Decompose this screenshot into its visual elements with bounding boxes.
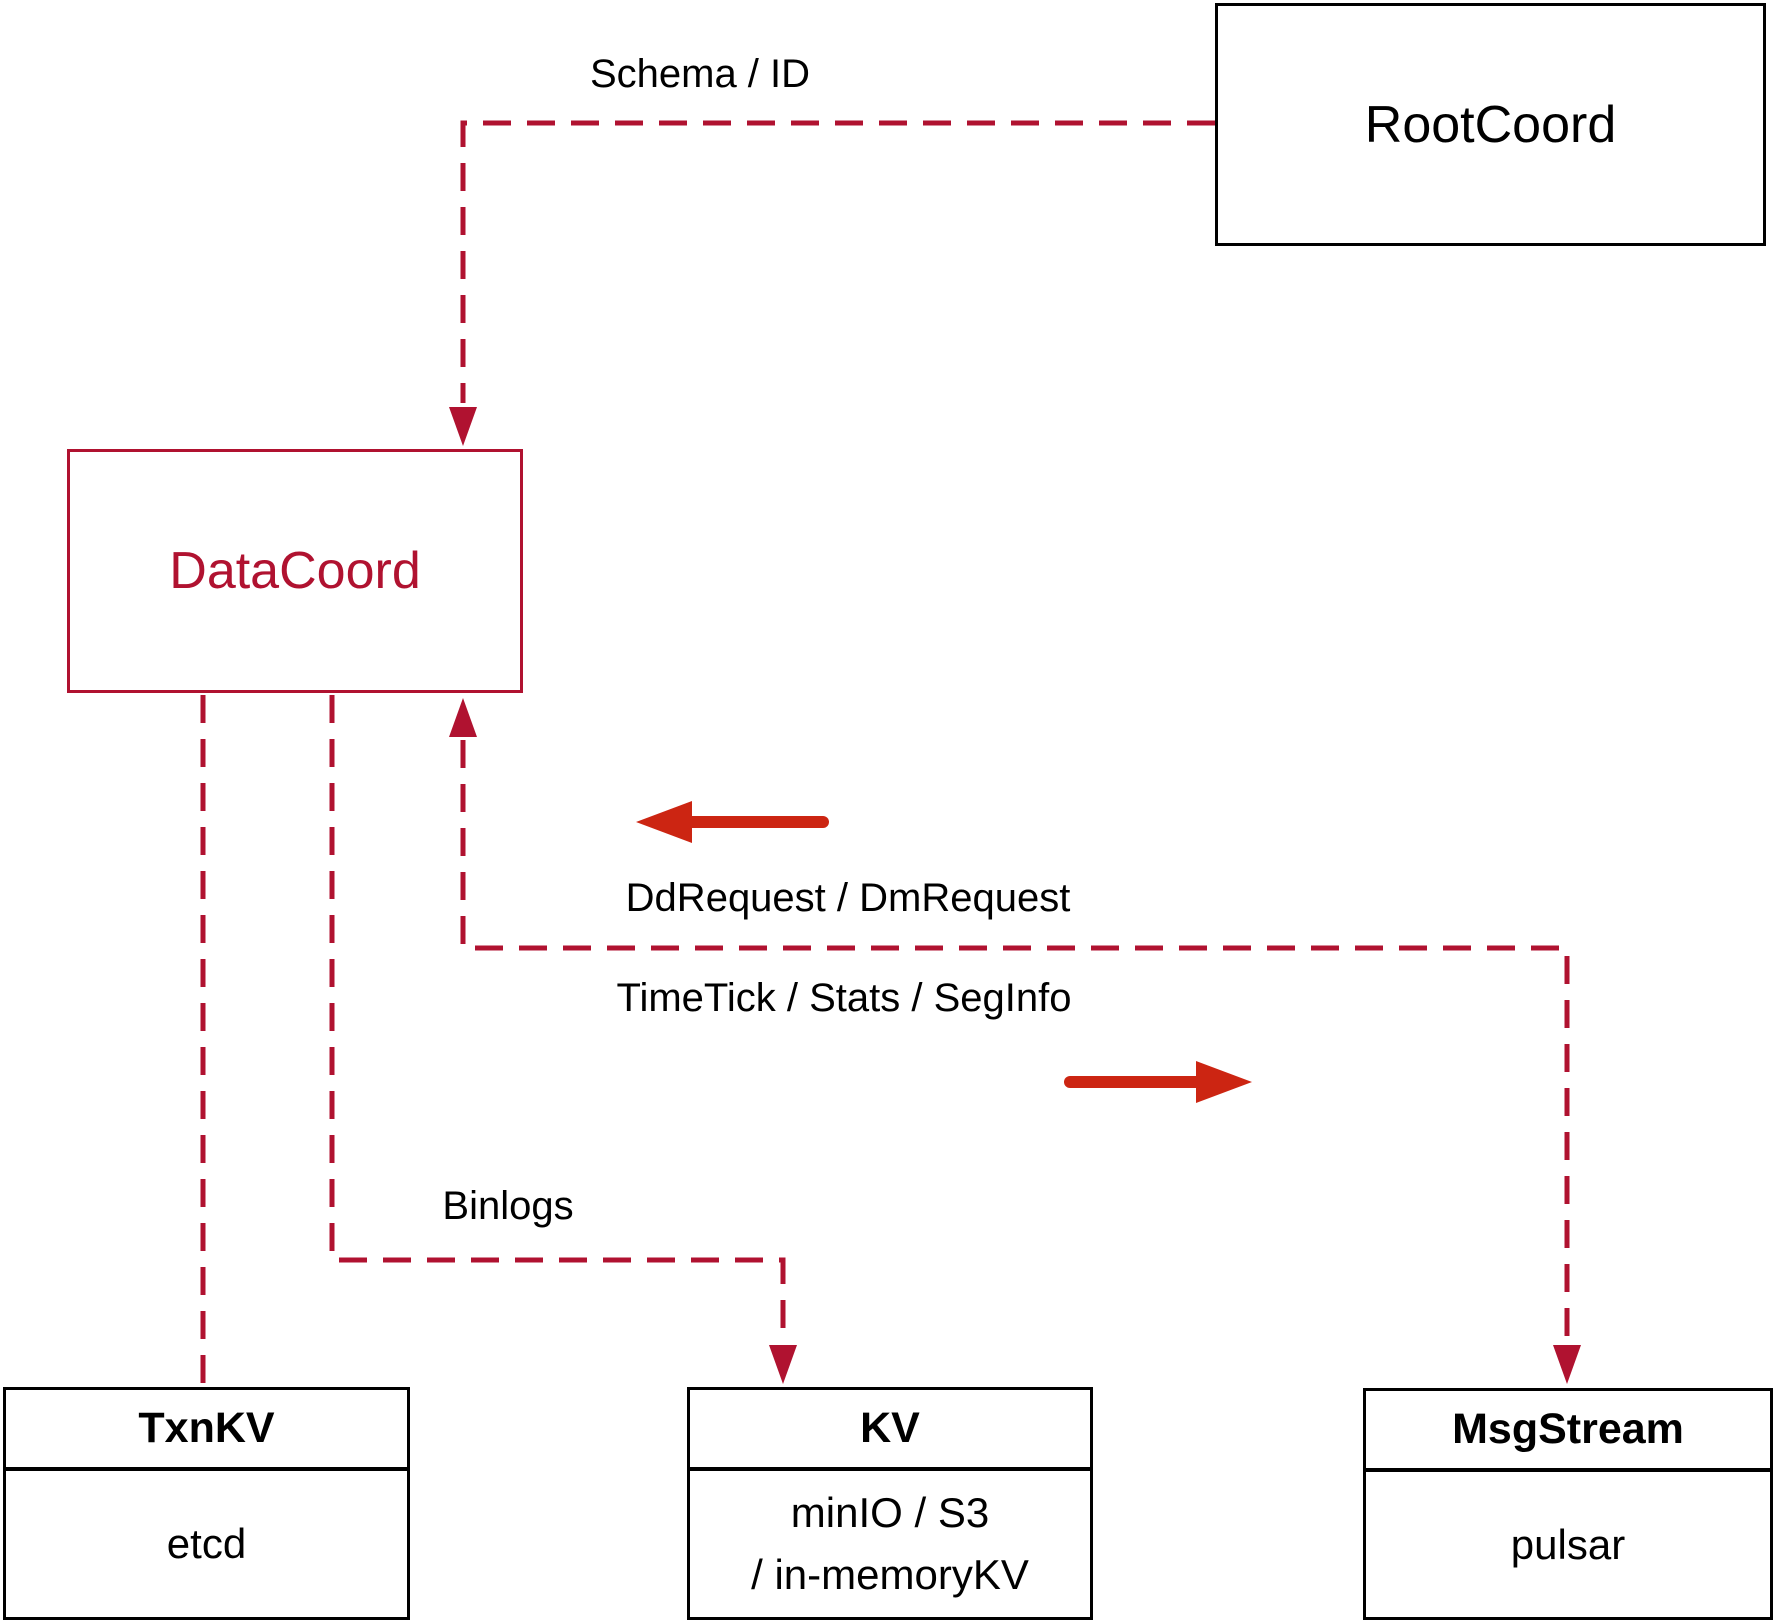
connector-ddrequest-timetick-line (460, 740, 1570, 1342)
node-msgstream-body: pulsar (1366, 1472, 1770, 1617)
connector-binlogs-line (329, 695, 786, 1342)
node-txnkv: TxnKV etcd (3, 1387, 410, 1620)
node-kv-body-line2: / in-memoryKV (751, 1551, 1029, 1598)
node-msgstream: MsgStream pulsar (1363, 1388, 1773, 1620)
edge-label-binlogs: Binlogs (442, 1184, 574, 1228)
connector-binlogs (329, 695, 797, 1384)
node-rootcoord: RootCoord (1215, 3, 1766, 246)
arrowhead-down-icon (1553, 1345, 1581, 1384)
node-txnkv-body: etcd (6, 1471, 407, 1617)
connector-ddrequest-timetick (449, 698, 1581, 1384)
node-kv-title: KV (690, 1390, 1090, 1471)
node-datacoord: DataCoord (67, 449, 523, 693)
node-msgstream-title: MsgStream (1366, 1391, 1770, 1472)
node-msgstream-body-line: pulsar (1510, 1520, 1626, 1568)
arrowhead-right-icon (1196, 1061, 1252, 1103)
node-kv-body-line1: minIO / S3 (790, 1489, 990, 1536)
arrowhead-down-icon (769, 1345, 797, 1384)
edge-label-ddrequest: DdRequest / DmRequest (625, 876, 1071, 920)
edge-label-timetick: TimeTick / Stats / SegInfo (616, 976, 1072, 1020)
direction-arrow-right (1064, 1061, 1252, 1103)
edge-label-schema-id: Schema / ID (589, 52, 811, 96)
arrowhead-up-icon (449, 698, 477, 737)
arrowhead-down-icon (449, 407, 477, 446)
arrowhead-left-icon (636, 801, 692, 843)
node-rootcoord-label: RootCoord (1364, 95, 1617, 154)
connector-schema-id-line (460, 120, 1215, 403)
node-txnkv-body-line: etcd (166, 1520, 247, 1567)
node-kv: KV minIO / S3 / in-memoryKV (687, 1387, 1093, 1620)
connector-schema-id (449, 120, 1215, 446)
node-datacoord-label: DataCoord (169, 542, 421, 600)
node-kv-body: minIO / S3 / in-memoryKV (690, 1471, 1090, 1617)
direction-arrow-left (636, 801, 829, 843)
node-txnkv-title: TxnKV (6, 1390, 407, 1471)
